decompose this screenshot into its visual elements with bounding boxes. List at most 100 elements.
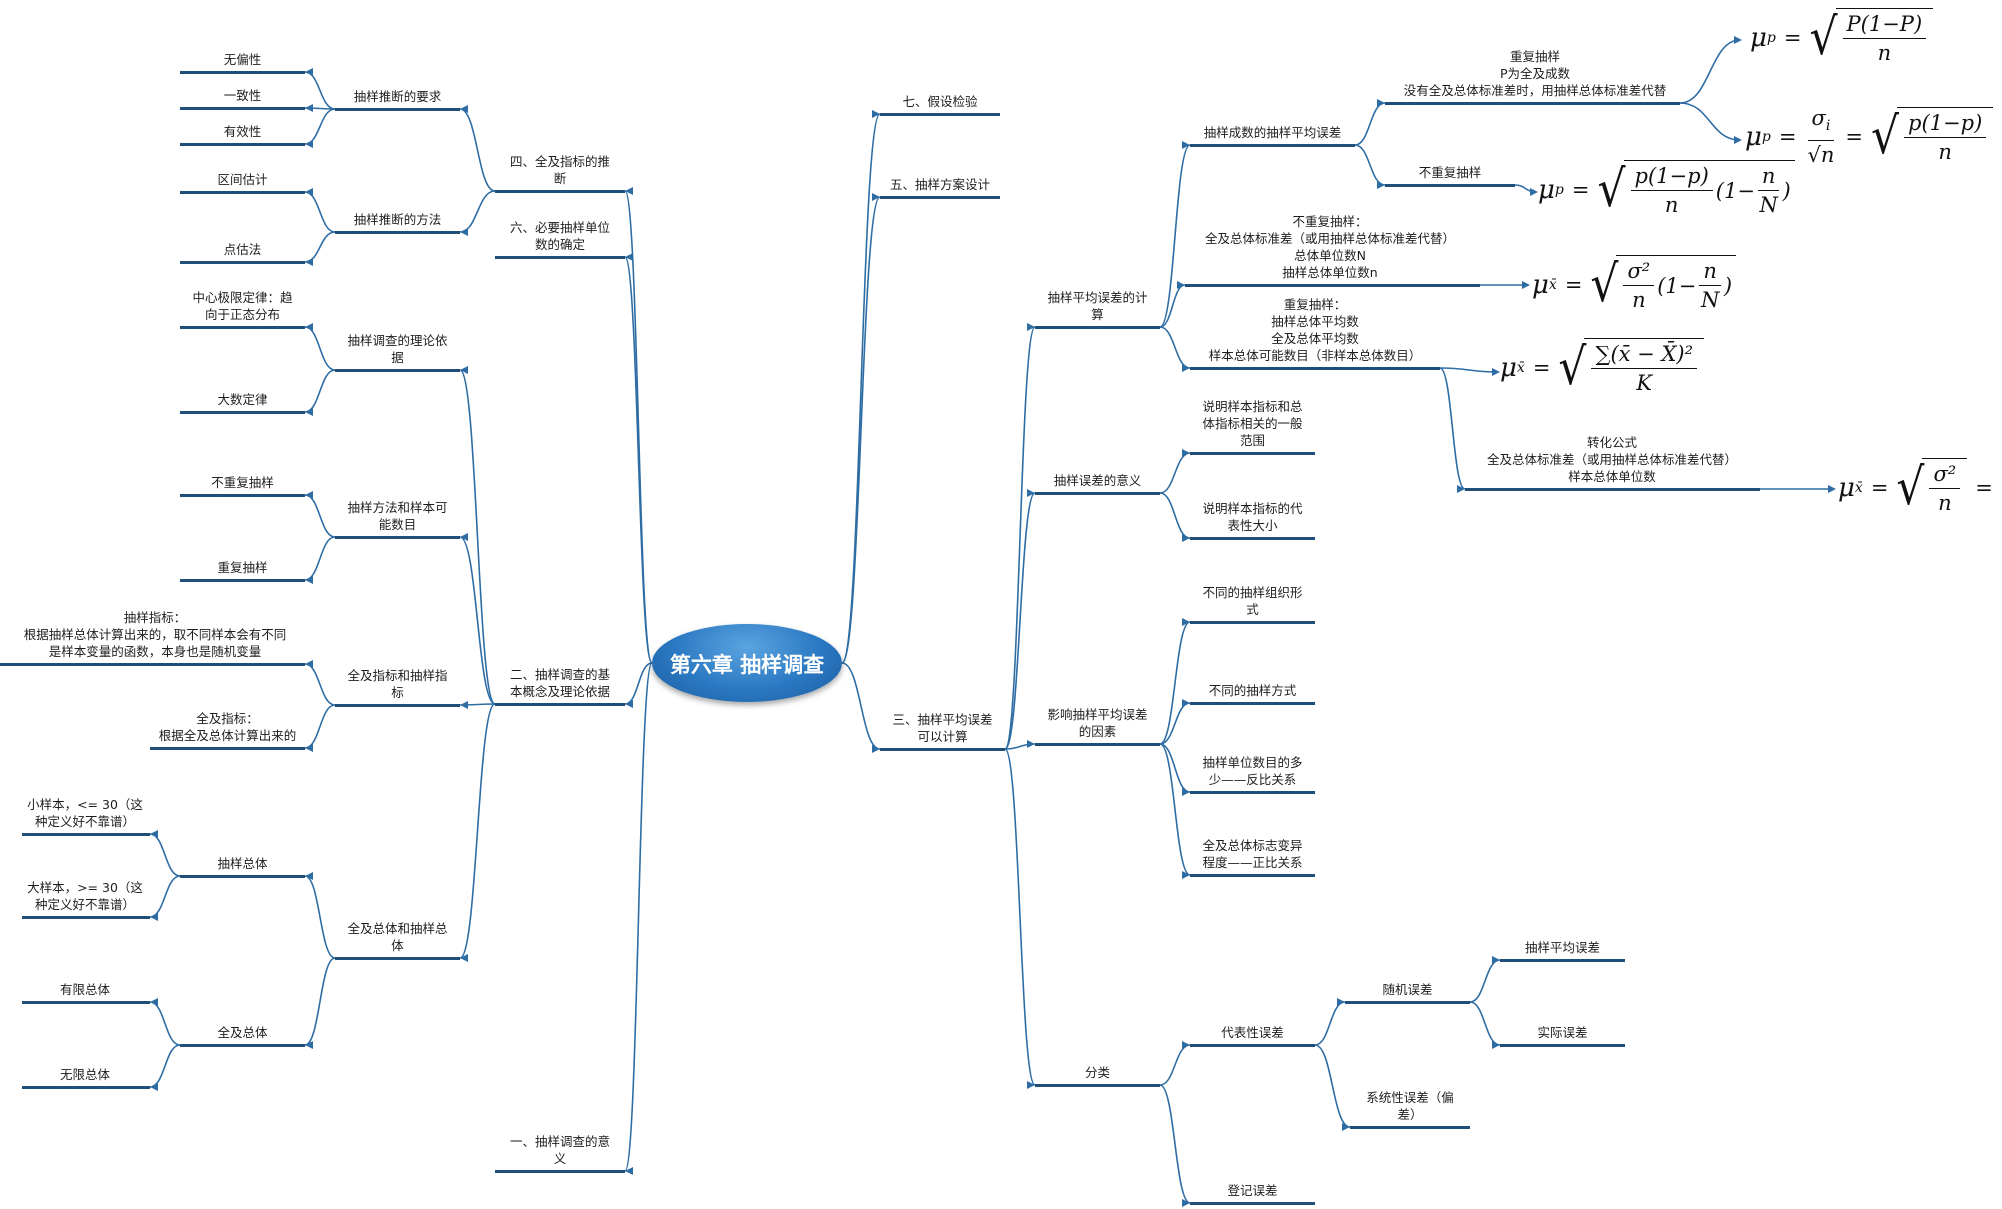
arrow-head [1182, 1199, 1190, 1207]
node-fangfa-shumu[interactable]: 抽样方法和样本可 能数目 [347, 500, 448, 532]
node-dengji[interactable]: 登记误差 [1227, 1183, 1278, 1198]
node-chouyang-zongti[interactable]: 抽样总体 [217, 856, 268, 871]
link-cf-mean-zhuanhua [1439, 367, 1466, 490]
node-zongti[interactable]: 全及总体和抽样总 体 [347, 921, 448, 953]
node-yx-3[interactable]: 抽样单位数目的多 少——反比关系 [1202, 755, 1303, 787]
node-fenlei[interactable]: 分类 [1084, 1065, 1110, 1080]
node-xiao-yangben[interactable]: 小样本，<= 30（这 种定义好不靠谱） [27, 797, 143, 829]
node-yx-1[interactable]: 不同的抽样组织形 式 [1202, 585, 1303, 617]
link-san_jisuan-pingjun_jisuan [1004, 326, 1036, 750]
node-zhuanhua[interactable]: 转化公式 全及总体标准差（或用抽样总体标准差代替） 样本总体单位数 [1486, 435, 1737, 484]
node-wuxian[interactable]: 无限总体 [59, 1067, 110, 1082]
node-wupian[interactable]: 无偏性 [223, 52, 262, 67]
node-chongfu[interactable]: 重复抽样 [217, 560, 268, 575]
node-wucha-yiyi[interactable]: 抽样误差的意义 [1053, 473, 1142, 488]
arrow-head [460, 701, 468, 709]
arrow-head [150, 1083, 158, 1091]
arrow-head [150, 998, 158, 1006]
node-underline [1190, 144, 1355, 147]
arrow-head [625, 187, 633, 195]
node-underline [880, 748, 1005, 751]
node-shiji[interactable]: 实际误差 [1537, 1025, 1588, 1040]
arrow-head [1522, 281, 1530, 289]
node-da-yangben[interactable]: 大样本，>= 30（这 种定义好不靠谱） [27, 880, 143, 912]
arrow-head [1492, 368, 1500, 376]
node-qujian[interactable]: 区间估计 [217, 172, 268, 187]
node-underline [495, 703, 625, 706]
node-pingjun-wucha[interactable]: 抽样平均误差 [1524, 940, 1600, 955]
link-san_jisuan-fenlei [1004, 748, 1036, 1086]
root-node[interactable] [652, 624, 842, 702]
node-underline [1190, 791, 1315, 794]
arrow-head [460, 105, 468, 113]
node-underline [335, 704, 460, 707]
node-quanji-zongti[interactable]: 全及总体 [217, 1025, 268, 1040]
node-underline [1190, 537, 1315, 540]
arrow-head [872, 193, 880, 201]
node-dian[interactable]: 点估法 [223, 242, 262, 257]
node-qi-jiashe[interactable]: 七、假设检验 [902, 94, 978, 109]
node-underline [1190, 702, 1315, 705]
node-yiyi-1[interactable]: 说明样本指标和总 体指标相关的一般 范围 [1202, 399, 1303, 448]
node-yiyi-2[interactable]: 说明样本指标的代 表性大小 [1202, 501, 1303, 533]
node-underline [1190, 367, 1440, 370]
node-yx-4[interactable]: 全及总体标志变异 程度——正比关系 [1202, 838, 1303, 870]
node-underline [22, 1001, 150, 1004]
node-underline [335, 957, 460, 960]
node-dashu[interactable]: 大数定律 [217, 392, 268, 407]
node-underline [1185, 284, 1480, 287]
link-root-yi_yiyi [624, 662, 653, 1172]
arrow-head [150, 830, 158, 838]
link-er_gainian-zongti [459, 703, 496, 959]
node-chouyang-zhibiao[interactable]: 抽样指标： 根据抽样总体计算出来的，取不同样本会有不同 是样本变量的函数，本身也… [23, 610, 287, 659]
arrow-head [1457, 485, 1465, 493]
node-cf-chongfu[interactable]: 重复抽样 P为全及成数 没有全及总体标准差时，用抽样总体标准差代替 [1403, 49, 1667, 98]
node-youxian[interactable]: 有限总体 [59, 982, 110, 997]
node-zhibiao[interactable]: 全及指标和抽样指 标 [347, 668, 448, 700]
node-buchongfu[interactable]: 不重复抽样 [211, 475, 274, 490]
node-yx-2[interactable]: 不同的抽样方式 [1208, 683, 1297, 698]
arrow-head [305, 660, 313, 668]
node-daibiao[interactable]: 代表性误差 [1221, 1025, 1284, 1040]
arrow-head [1337, 998, 1345, 1006]
arrow-head [1182, 364, 1190, 372]
node-san-jisuan[interactable]: 三、抽样平均误差 可以计算 [892, 712, 993, 744]
node-underline [1035, 1084, 1160, 1087]
link-zongti-chouyang_zongti [304, 875, 336, 959]
arrow-head [305, 140, 313, 148]
node-underline [495, 1170, 625, 1173]
node-tuiduan-fangfa[interactable]: 抽样推断的方法 [353, 212, 442, 227]
node-cf-mean[interactable]: 重复抽样： 抽样总体平均数 全及总体平均数 样本总体可能数目（非样本总体数目） [1208, 297, 1422, 363]
node-yizhi[interactable]: 一致性 [223, 88, 262, 103]
link-san_jisuan-wucha_yiyi [1004, 492, 1036, 750]
node-underline [335, 108, 460, 111]
node-cf-buchongfu[interactable]: 不重复抽样 [1418, 165, 1482, 180]
node-er-gainian[interactable]: 二、抽样调查的基 本概念及理论依据 [509, 667, 610, 699]
node-quanji-zhibiao[interactable]: 全及指标： 根据全及总体计算出来的 [158, 711, 297, 743]
node-yi-yiyi[interactable]: 一、抽样调查的意 义 [509, 1134, 610, 1166]
node-pingjun-jisuan[interactable]: 抽样平均误差的计 算 [1047, 290, 1148, 322]
arrow-head [1734, 136, 1742, 144]
link-daibiao-xitong [1314, 1044, 1351, 1128]
node-suiji[interactable]: 随机误差 [1382, 982, 1433, 997]
node-chengshu[interactable]: 抽样成数的抽样平均误差 [1203, 125, 1342, 140]
arrow-head [460, 366, 468, 374]
arrow-head [460, 533, 468, 541]
node-wu-fangan[interactable]: 五、抽样方案设计 [889, 177, 990, 192]
node-liu-danwei[interactable]: 六、必要抽样单位 数的确定 [509, 220, 610, 252]
node-lilun-yiju[interactable]: 抽样调查的理论依 据 [347, 333, 448, 365]
node-underline [1190, 1202, 1315, 1205]
node-xitong[interactable]: 系统性误差（偏 差） [1366, 1090, 1454, 1122]
node-tuiduan-yaoqiu[interactable]: 抽样推断的要求 [353, 89, 442, 104]
node-bcf-mean[interactable]: 不重复抽样： 全及总体标准差（或用抽样总体标准差代替） 总体单位数N 抽样总体单… [1204, 214, 1455, 280]
node-yingxiang[interactable]: 影响抽样平均误差 的因素 [1047, 707, 1148, 739]
arrow-head [625, 253, 633, 261]
arrow-head [1492, 1041, 1500, 1049]
node-zhongxin[interactable]: 中心极限定律：趋 向于正态分布 [192, 290, 293, 322]
node-si-tuiduan[interactable]: 四、全及指标的推 断 [509, 154, 610, 186]
node-youxiao[interactable]: 有效性 [223, 124, 262, 139]
